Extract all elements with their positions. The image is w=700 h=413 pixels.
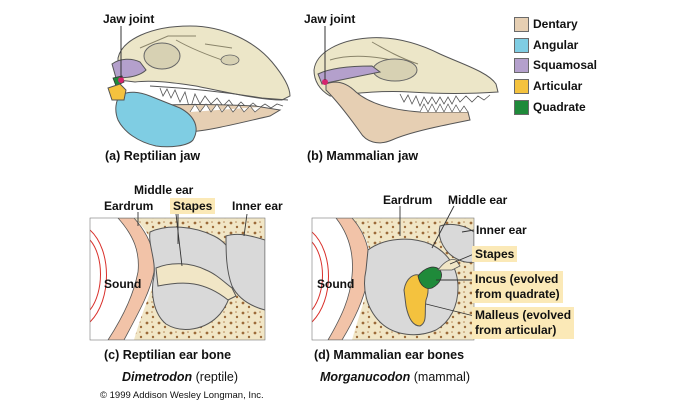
malleus-d xyxy=(403,274,429,327)
legend-swatch-dentary xyxy=(514,17,529,32)
species-c-group: (reptile) xyxy=(195,370,238,384)
incus-label-line1: Incus (evolved xyxy=(475,272,559,286)
species-d: Morganucodon (mammal) xyxy=(320,370,470,384)
incus-label-line2: from quadrate) xyxy=(475,287,560,301)
mammal-squamosal xyxy=(317,65,382,85)
species-d-name: Morganucodon xyxy=(320,370,411,384)
malleus-label-d: Malleus (evolved from articular) xyxy=(472,307,575,339)
inner-ear-label-c: Inner ear xyxy=(232,199,283,213)
middle-ear-label-c: Middle ear xyxy=(134,183,194,197)
stapes-c xyxy=(155,263,237,301)
sound-label-d: Sound xyxy=(317,277,355,291)
reptile-articular xyxy=(107,83,127,101)
malleus-label-line2: from articular) xyxy=(475,323,557,337)
mammal-dentary xyxy=(325,81,471,144)
caption-a: (a) Reptilian jaw xyxy=(105,149,201,163)
species-c-name: Dimetrodon xyxy=(122,370,193,384)
caption-b: (b) Mammalian jaw xyxy=(307,149,419,163)
jaw-joint-label-b: Jaw joint xyxy=(304,12,356,26)
inner-ear-label-d: Inner ear xyxy=(476,223,527,237)
legend-label-articular: Articular xyxy=(533,79,583,93)
caption-c: (c) Reptilian ear bone xyxy=(104,348,232,362)
malleus-label-line1: Malleus (evolved xyxy=(475,308,572,322)
inner-ear-cavity-c xyxy=(225,233,265,311)
middle-ear-label-d: Middle ear xyxy=(448,193,508,207)
reptilian-ear xyxy=(90,218,265,340)
legend-swatch-quadrate xyxy=(514,100,529,115)
legend-label-quadrate: Quadrate xyxy=(533,100,586,114)
stapes-label-d: Stapes xyxy=(472,246,518,262)
eardrum-label-d: Eardrum xyxy=(383,193,433,207)
mammalian-ear xyxy=(312,218,474,340)
caption-d: (d) Mammalian ear bones xyxy=(314,348,465,362)
legend-swatch-angular xyxy=(514,38,529,53)
mammalian-skull xyxy=(313,26,499,144)
stapes-label-c: Stapes xyxy=(170,198,216,214)
reptile-angular xyxy=(115,91,197,148)
inner-ear-cavity-d xyxy=(438,223,474,263)
legend-label-squamosal: Squamosal xyxy=(533,58,598,72)
jaw-joint-label-a: Jaw joint xyxy=(103,12,155,26)
sound-label-c: Sound xyxy=(104,277,142,291)
legend-label-angular: Angular xyxy=(533,38,579,52)
orbit-b xyxy=(372,58,418,82)
reptilian-skull xyxy=(107,25,291,148)
eardrum-label-c: Eardrum xyxy=(104,199,154,213)
legend-swatch-squamosal xyxy=(514,58,529,73)
jaw-joint-dot-a xyxy=(118,77,124,83)
legend-swatch-articular xyxy=(514,79,529,94)
species-d-group: (mammal) xyxy=(413,370,470,384)
jaw-joint-dot-b xyxy=(322,79,328,85)
legend-label-dentary: Dentary xyxy=(533,17,578,31)
copyright-notice: © 1999 Addison Wesley Longman, Inc. xyxy=(100,390,264,401)
incus-label-d: Incus (evolved from quadrate) xyxy=(472,271,563,303)
orbit xyxy=(143,42,181,70)
species-c: Dimetrodon (reptile) xyxy=(122,370,238,384)
